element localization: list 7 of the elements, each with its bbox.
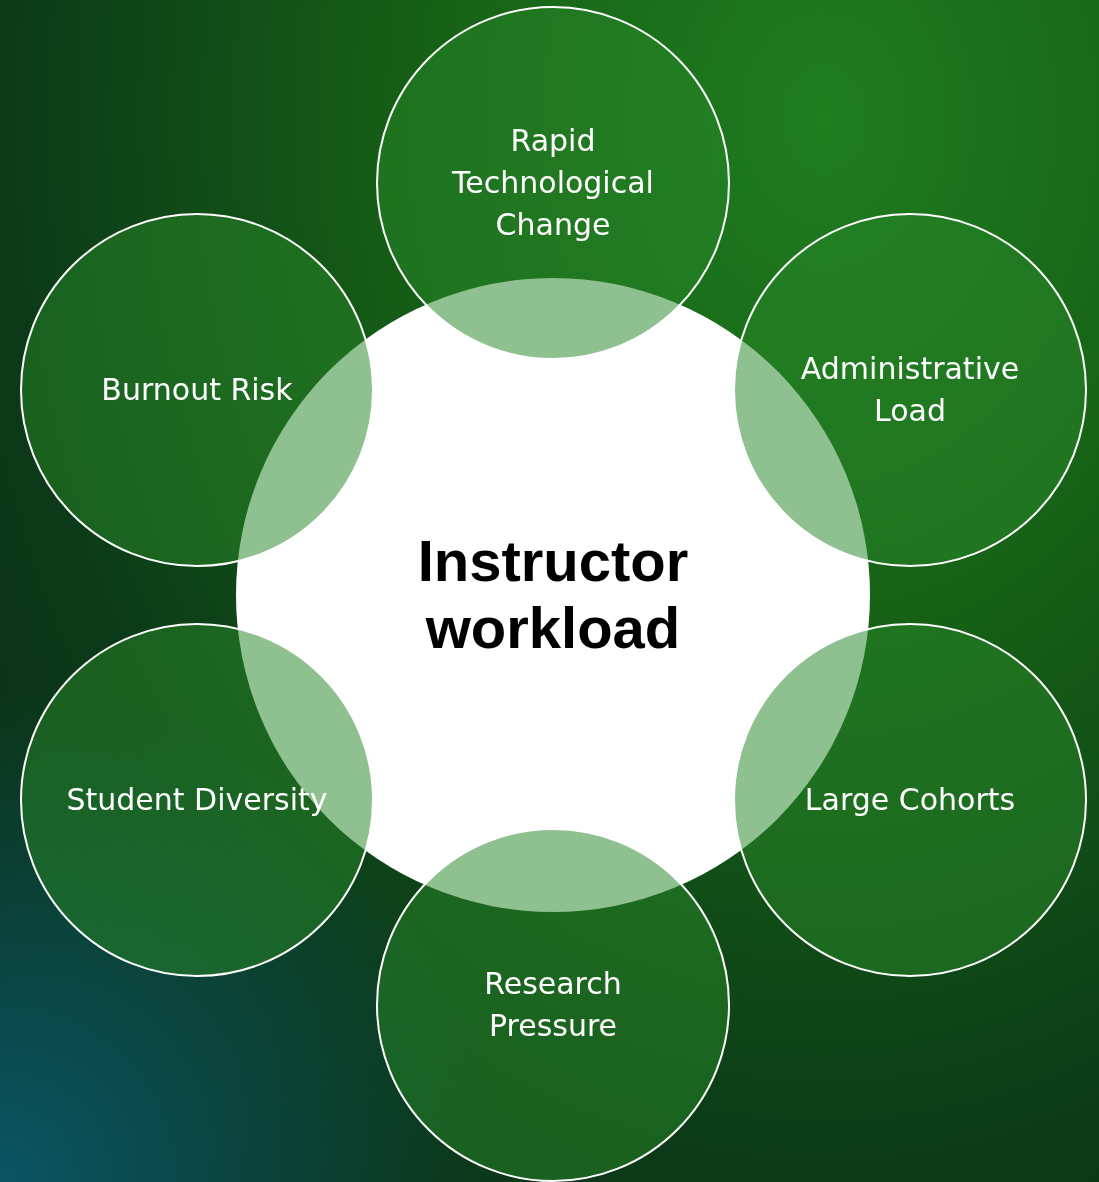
factor-label: Research Pressure — [483, 965, 623, 1045]
factor-label: Large Cohorts — [803, 781, 1017, 819]
factor-label: Administrative Load — [799, 350, 1021, 430]
factor-label: Burnout Risk — [100, 371, 294, 409]
factor-label: Student Diversity — [65, 781, 329, 819]
center-title: Instructor workload — [416, 528, 690, 662]
factor-label: Rapid Technological Change — [451, 122, 655, 244]
